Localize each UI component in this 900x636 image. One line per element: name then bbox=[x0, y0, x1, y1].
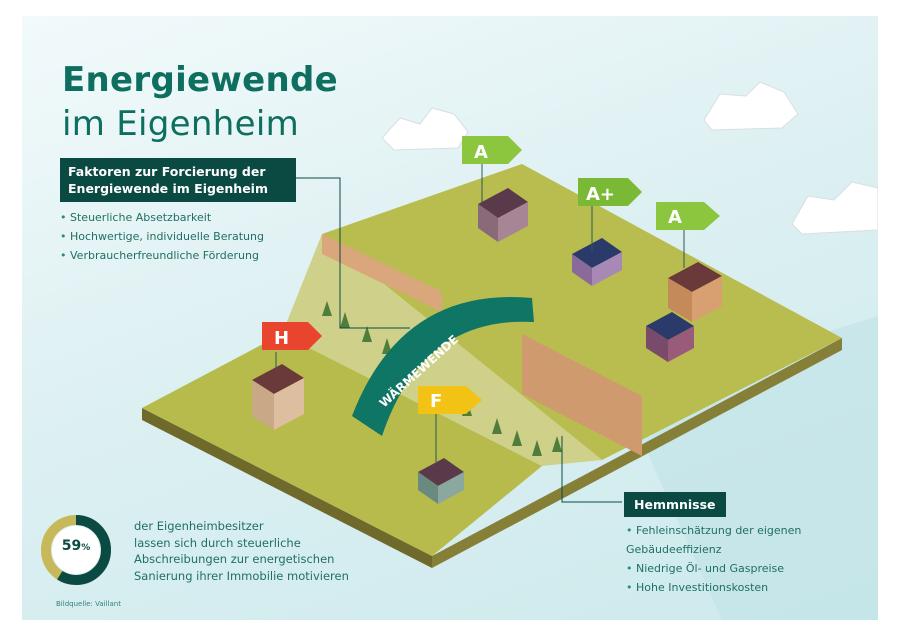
obstacles-heading: Hemmnisse bbox=[634, 497, 716, 512]
house-a-plus bbox=[572, 238, 622, 286]
bridge-arch bbox=[352, 296, 534, 436]
factors-heading-line-1: Faktoren zur Forcierung der bbox=[68, 164, 266, 179]
obstacles-item: Fehleinschätzung der eigenen Gebäudeeffi… bbox=[626, 521, 846, 559]
factors-connector bbox=[260, 177, 410, 329]
obstacles-item: Niedrige Öl- und Gaspreise bbox=[626, 559, 846, 578]
energy-label-h: H bbox=[262, 322, 322, 368]
energy-label-f-text: F bbox=[430, 391, 442, 412]
energy-label-h-flag bbox=[262, 322, 322, 350]
cloud-right-top bbox=[703, 81, 799, 131]
energy-label-f-flag bbox=[418, 386, 482, 414]
stat-text-line: Abschreibungen zur energetischen bbox=[134, 552, 335, 566]
energy-label-h-text: H bbox=[274, 328, 289, 349]
factors-item: Verbraucherfreundliche Förderung bbox=[60, 246, 264, 265]
stat-unit: % bbox=[81, 543, 91, 553]
ground-upper bbox=[322, 164, 842, 460]
factors-item: Hochwertige, individuelle Beratung bbox=[60, 227, 264, 246]
house-solar bbox=[646, 312, 694, 362]
obstacles-list: Fehleinschätzung der eigenen Gebäudeeffi… bbox=[626, 521, 846, 597]
stat-text-line: lassen sich durch steuerliche bbox=[134, 535, 301, 550]
factors-heading-box: Faktoren zur Forcierung der Energiewende… bbox=[60, 158, 296, 202]
energy-label-a-right-flag bbox=[656, 202, 720, 230]
canyon-floor bbox=[282, 234, 602, 466]
energy-label-a-top-flag bbox=[462, 136, 522, 164]
cloud-left bbox=[381, 107, 469, 151]
energy-label-a-plus: A+ bbox=[578, 178, 642, 252]
stat-text-line: der Eigenheimbesitzer bbox=[134, 519, 264, 533]
house-a-right bbox=[668, 262, 722, 322]
cliff-right bbox=[522, 334, 642, 456]
house-h bbox=[252, 364, 304, 430]
energy-label-a-plus-flag bbox=[578, 178, 642, 206]
cloud-right-bottom bbox=[791, 181, 878, 235]
energy-label-a-top-text: A bbox=[474, 142, 488, 163]
factors-list: Steuerliche Absetzbarkeit Hochwertige, i… bbox=[60, 208, 264, 265]
obstacles-item: Hohe Investitionskosten bbox=[626, 578, 846, 597]
cliff-left bbox=[322, 234, 442, 312]
percentage-ring bbox=[41, 515, 111, 585]
stat-value: 59 bbox=[61, 538, 82, 554]
energy-label-f: F bbox=[418, 386, 482, 462]
obstacles-connector bbox=[561, 436, 622, 503]
house-a-top bbox=[478, 188, 528, 242]
energy-label-a-right-text: A bbox=[668, 207, 682, 228]
stat-percentage: 59% bbox=[40, 514, 112, 586]
factors-heading-line-2: Energiewende im Eigenheim bbox=[68, 181, 268, 196]
title-line-1: Energiewende bbox=[62, 60, 338, 100]
page-title: Energiewende im Eigenheim bbox=[62, 58, 338, 146]
stat-text-line: Sanierung ihrer Immobilie motivieren bbox=[134, 568, 349, 583]
infographic-poster: WÄRMEWENDE bbox=[22, 16, 878, 620]
energy-label-a-top: A bbox=[462, 136, 522, 202]
factors-item: Steuerliche Absetzbarkeit bbox=[60, 208, 264, 227]
stat-percentage-value: 59% bbox=[40, 538, 112, 554]
house-f bbox=[418, 458, 464, 504]
percentage-ring-fill bbox=[41, 515, 111, 585]
title-line-2: im Eigenheim bbox=[62, 104, 299, 144]
energy-label-a-right: A bbox=[656, 202, 720, 268]
energy-label-a-plus-text: A+ bbox=[586, 184, 615, 205]
stat-description: der Eigenheimbesitzer lassen sich durch … bbox=[134, 518, 349, 584]
image-credit: Bildquelle: Vaillant bbox=[56, 600, 121, 608]
obstacles-heading-box: Hemmnisse bbox=[624, 492, 726, 517]
ground-side-left bbox=[142, 408, 432, 568]
